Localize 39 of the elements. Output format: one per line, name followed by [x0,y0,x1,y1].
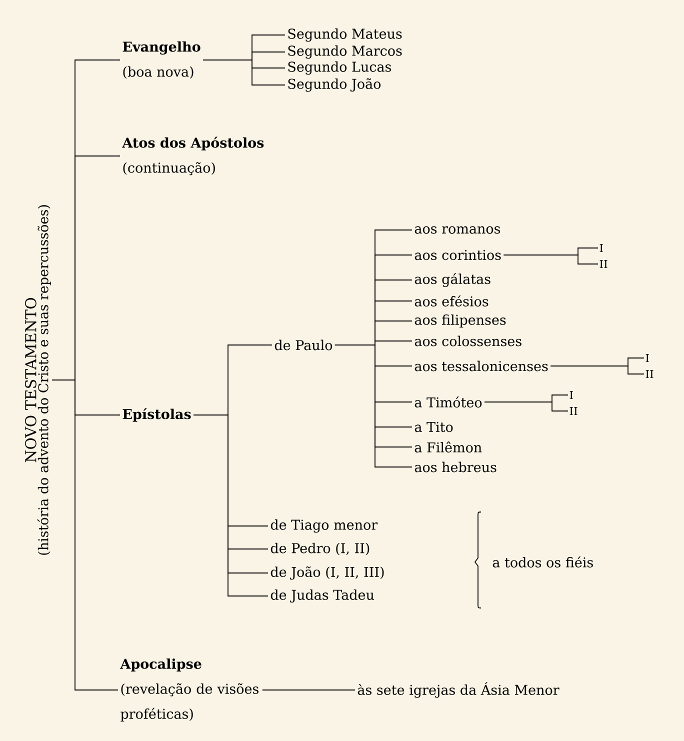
bracket-line [550,366,644,374]
item-text: Segundo Lucas [288,61,392,75]
numeral-text: I [646,354,649,362]
numeral-text: II [600,260,608,268]
bracket-line [503,254,598,264]
numeral-text: II [570,407,578,416]
numeral-text: I [600,244,603,252]
item-text: aos filipenses [414,314,506,328]
item-text: Segundo João [288,78,381,92]
heading-text: Atos dos Apóstolos (continuação) [122,136,264,176]
item-text: às sete igrejas da Ásia Menor [358,682,560,698]
item-text: aos tessalonicenses [414,360,548,372]
bracket-line [202,60,286,86]
numeral-text: I [570,391,573,400]
rotated-title: NOVO TESTAMENTO (história do advento do Cristo e suas repercussões) [25,205,51,555]
item-text: de Pedro (I, II) [270,542,370,556]
heading-text: Epístolas [122,408,191,422]
item-text: a Tito [414,422,453,432]
item-text: aos hebreus [414,462,496,472]
item-text: aos romanos [414,226,500,234]
heading-text: Evangelho (boa nova) [122,41,200,79]
item-text: Segundo Marcos [288,45,402,59]
item-text: a Timóteo [414,396,482,408]
bracket-line [334,344,412,468]
bracket-label: a todos os fiéis [492,556,593,568]
item-text: de Tiago menor [270,519,378,533]
item-text: de João (I, II, III) [270,566,384,580]
numeral-text: II [646,370,654,378]
bracket-line [484,402,568,412]
item-text: aos corintios [414,250,501,260]
item-text: de Paulo [274,340,332,350]
item-text: aos gálatas [414,273,490,287]
item-text: aos colossenses [414,336,522,346]
item-text: Segundo Mateus [288,28,402,42]
item-text: aos efésios [414,296,488,306]
item-text: a Filêmon [414,442,482,452]
heading-text: Apocalipse (revelação de visões proféticas) [120,658,258,722]
item-text: de Judas Tadeu [270,589,374,603]
bracket-line [52,380,118,690]
